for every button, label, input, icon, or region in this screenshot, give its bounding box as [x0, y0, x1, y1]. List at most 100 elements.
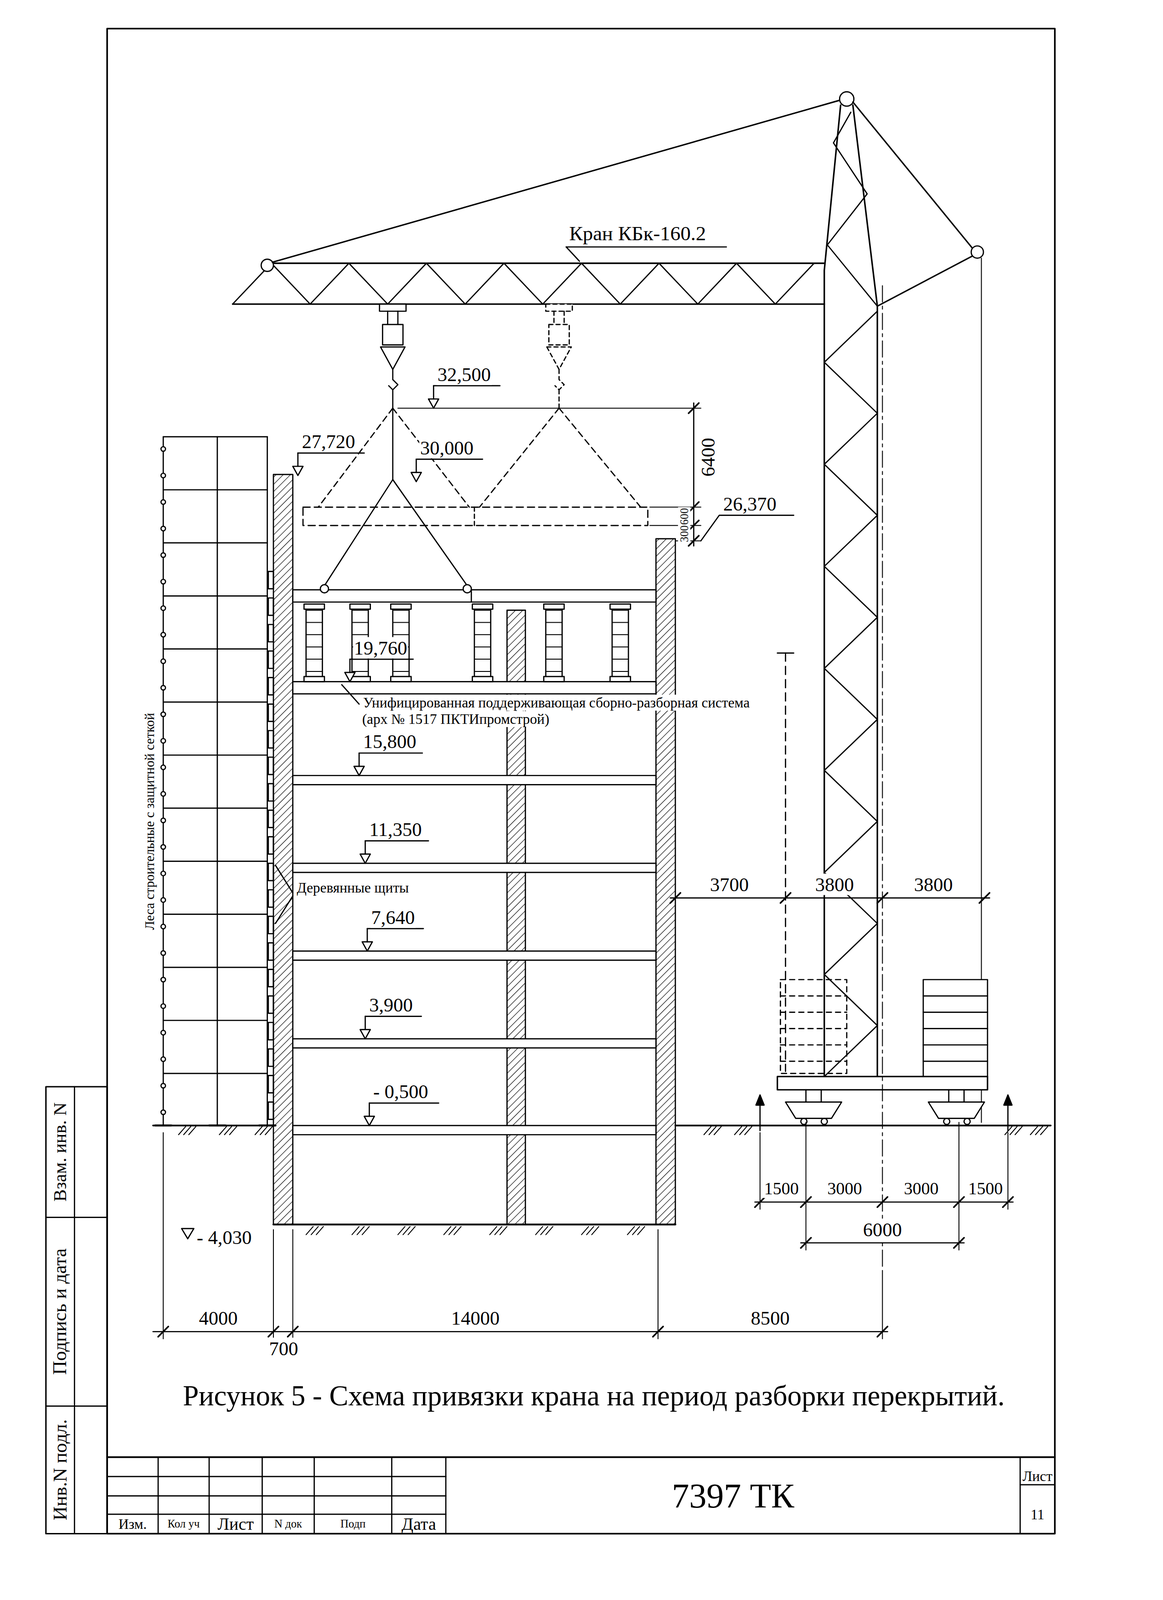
- prop-rung: [545, 670, 563, 672]
- elevation-marker: [428, 398, 439, 408]
- safety-net: [160, 818, 166, 823]
- elevation-marker: [354, 766, 365, 776]
- counterweight-alt: [780, 1027, 848, 1030]
- safety-net: [160, 1029, 166, 1035]
- hook-block: [380, 346, 406, 370]
- elevation-shelf: [365, 839, 429, 842]
- counterweight: [923, 1011, 988, 1013]
- dimension-label-holder: 6400: [696, 436, 720, 478]
- elevation-mark-holder: 11,350: [368, 818, 423, 841]
- ground-hatch: [229, 1126, 237, 1135]
- hook-cable: [558, 389, 560, 408]
- ground-hatch: [265, 1126, 273, 1135]
- elevation-mark-holder: 26,370: [722, 492, 778, 515]
- cell-text: 7397 ТК: [671, 1477, 795, 1513]
- prop-post: [611, 603, 613, 682]
- safety-net: [160, 526, 166, 531]
- title-block-cell: Кол уч: [158, 1513, 210, 1534]
- elevation-marker: [411, 472, 422, 482]
- prop-post: [627, 603, 630, 682]
- dimension-label: 6400: [696, 436, 719, 478]
- elevation-leader: [700, 514, 794, 541]
- dimension-label-holder: 14000: [450, 1307, 501, 1330]
- extension-line: [162, 1132, 164, 1339]
- sling: [318, 407, 393, 507]
- elevation-marker: [415, 458, 417, 473]
- prop-base: [390, 676, 412, 682]
- hook-block: [548, 324, 570, 345]
- prop-rung: [474, 609, 491, 611]
- cell-text: Дата: [401, 1514, 437, 1533]
- counter-jib: [877, 256, 973, 307]
- jib-lattice: [232, 263, 814, 305]
- cell-text: Подп: [340, 1518, 366, 1530]
- cell-text: N док: [274, 1518, 303, 1530]
- extension-line: [292, 1229, 294, 1338]
- extension-line: [759, 1132, 761, 1210]
- crane-trolley: [545, 303, 573, 312]
- prop-base: [610, 676, 631, 682]
- callout-note: Леса строительные с защитной сеткой: [142, 711, 157, 931]
- floor-slab: [292, 1125, 656, 1135]
- title-block-line: [107, 1513, 446, 1515]
- elevation-mark: - 4,030: [195, 1226, 253, 1248]
- elevation-shelf: [298, 452, 365, 454]
- crane-wheel: [821, 1117, 828, 1124]
- title-block-cell: Лист11: [1020, 1456, 1055, 1534]
- ground-hatch: [316, 1226, 324, 1235]
- counterweight-alt: [780, 979, 848, 1074]
- counterweight: [923, 1027, 988, 1030]
- elevation-mark-holder: 7,640: [370, 905, 417, 929]
- prop-rung: [612, 646, 629, 648]
- dimension-label: 6000: [862, 1218, 903, 1240]
- dimension-tick: [877, 1196, 888, 1207]
- sling-hook: [463, 584, 472, 593]
- bogie-support: [963, 1089, 965, 1102]
- prop-rung: [474, 658, 491, 660]
- stamp-cell: Взам. инв. N: [46, 1086, 75, 1218]
- title-block-cell: Дата: [391, 1513, 447, 1534]
- wooden-shield: [268, 597, 274, 616]
- dimension-label: 14000: [450, 1307, 501, 1329]
- jib-pulley: [261, 259, 274, 272]
- safety-net: [160, 1003, 166, 1009]
- scaffold-ledger: [163, 1019, 268, 1021]
- elevation-mark: 15,800: [362, 730, 418, 752]
- elevation-shelf: [349, 658, 414, 660]
- crane-wheel: [963, 1117, 970, 1124]
- cell-text: Кол уч: [167, 1518, 200, 1530]
- elevation-shelf: [416, 458, 483, 460]
- title-block-cell: 7397 ТК: [445, 1456, 1020, 1534]
- prop-post: [561, 603, 563, 682]
- counterweight-alt: [780, 1011, 848, 1013]
- prop-head: [390, 603, 412, 609]
- prop-rung: [474, 621, 491, 623]
- title-block-cell: Подп: [313, 1513, 392, 1534]
- dimension-label: 4000: [198, 1307, 239, 1329]
- dimension-label: 1500: [763, 1178, 800, 1198]
- extension-line: [649, 506, 701, 508]
- prop-rung: [612, 670, 629, 672]
- prop-rung: [351, 609, 369, 611]
- counterweight-alt: [780, 994, 848, 997]
- tower-apex: [839, 91, 854, 106]
- elevation-mark: 19,760: [353, 636, 409, 659]
- sheet-frame: [107, 28, 1055, 1534]
- prop-rung: [545, 646, 563, 648]
- extension-line: [958, 1121, 960, 1250]
- bogie-support: [805, 1089, 807, 1102]
- ground-hatch: [1040, 1126, 1048, 1135]
- sling: [559, 407, 641, 507]
- wooden-shield: [268, 1048, 274, 1066]
- hoist-rope: [553, 311, 555, 325]
- tower-leg: [852, 105, 878, 1080]
- wooden-shield: [268, 704, 274, 722]
- ground-hatch: [499, 1226, 508, 1235]
- dimension-tick: [979, 892, 990, 903]
- drawing-group: [46, 28, 1055, 1534]
- elevation-mark: 3,900: [368, 993, 414, 1016]
- ground-hatch: [407, 1226, 416, 1235]
- ground-hatch: [744, 1126, 752, 1135]
- title-block-line: [1019, 1456, 1021, 1534]
- safety-net: [160, 897, 166, 902]
